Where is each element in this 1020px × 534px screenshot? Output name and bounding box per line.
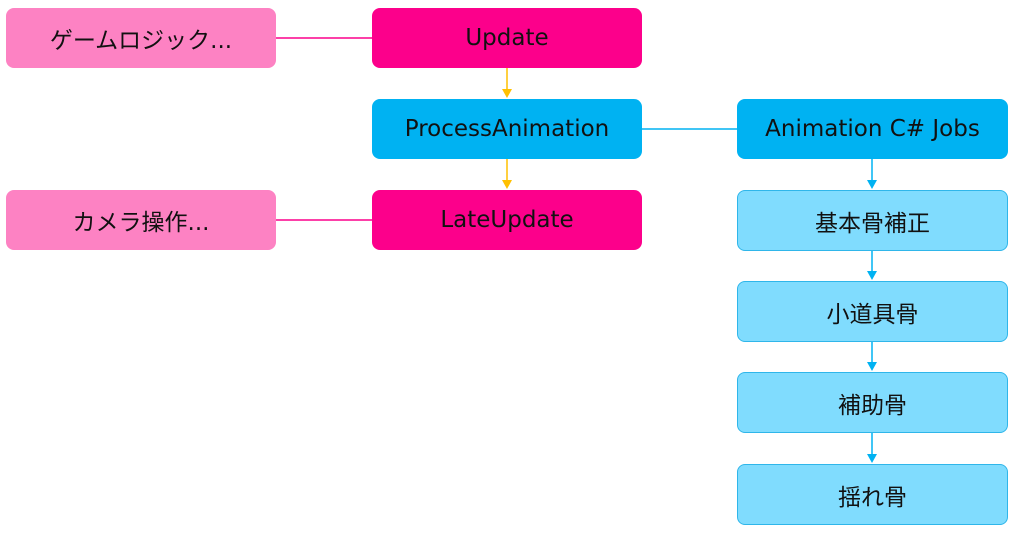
arrow-process-lateupdate (502, 159, 512, 189)
node-helper-bone: 補助骨 (737, 372, 1008, 433)
arrow-basic-prop (867, 250, 877, 280)
arrow-jobs-basic (867, 159, 877, 189)
arrow-update-process (502, 68, 512, 98)
arrow-prop-helper (867, 341, 877, 371)
node-update: Update (372, 8, 642, 68)
node-game-logic: ゲームロジック... (6, 8, 276, 68)
node-sway-bone: 揺れ骨 (737, 464, 1008, 525)
arrow-helper-sway (867, 433, 877, 463)
node-camera: カメラ操作... (6, 190, 276, 250)
node-prop-bone: 小道具骨 (737, 281, 1008, 342)
node-late-update: LateUpdate (372, 190, 642, 250)
node-animation-jobs: Animation C# Jobs (737, 99, 1008, 159)
node-process-animation: ProcessAnimation (372, 99, 642, 159)
node-basic-bone: 基本骨補正 (737, 190, 1008, 251)
